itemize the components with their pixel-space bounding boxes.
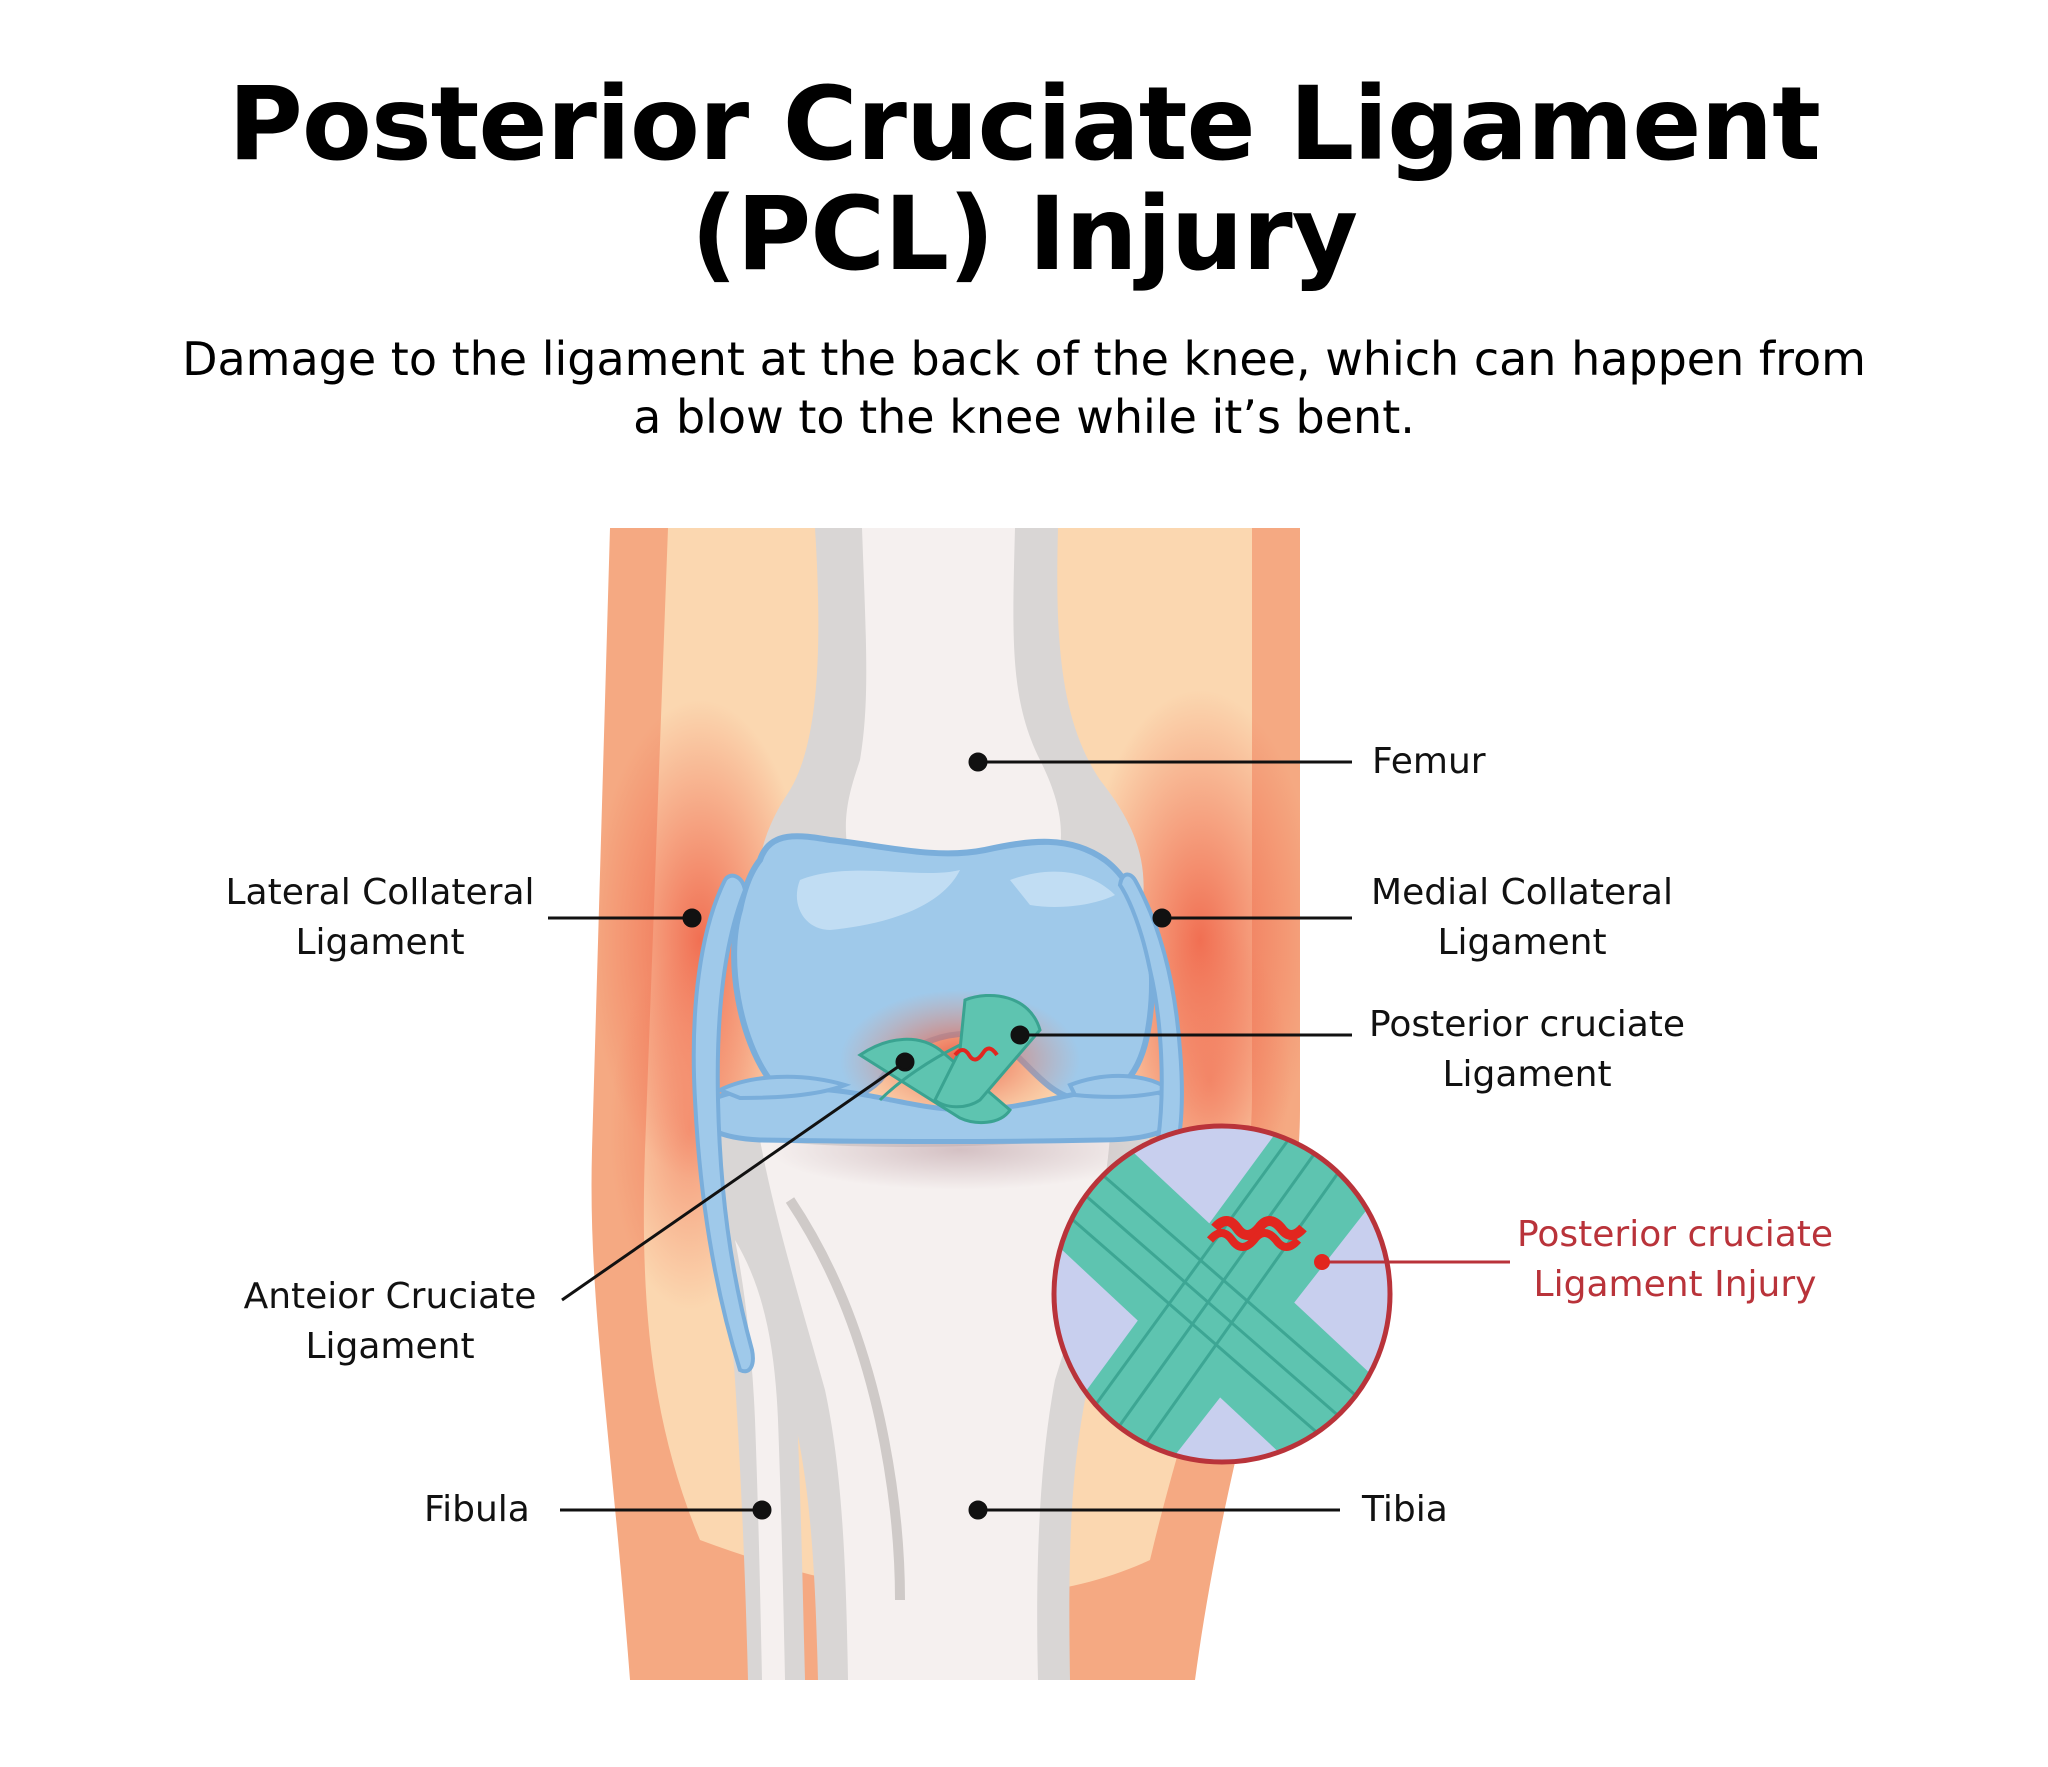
dot-femur [968, 752, 988, 772]
label-anterior-cruciate-ligament: Anteior Cruciate Ligament [230, 1272, 550, 1372]
page-title: Posterior Cruciate Ligament (PCL) Injury [0, 70, 2048, 290]
subtitle-line-1: Damage to the ligament at the back of th… [182, 332, 1866, 386]
label-lcl-line-1: Lateral Collateral [225, 872, 535, 913]
label-pcl-line-2: Ligament [1442, 1054, 1612, 1095]
label-femur-text: Femur [1372, 741, 1486, 782]
dot-acl [895, 1052, 915, 1072]
lateral-collateral-ligament-shape [691, 873, 755, 1374]
leader-lines [548, 752, 1352, 1520]
subtitle-line-2: a blow to the knee while it’s bent. [633, 390, 1415, 444]
dot-pcl [1010, 1025, 1030, 1045]
dot-lcl [682, 908, 702, 928]
label-pcl-injury-line-1: Posterior cruciate [1516, 1214, 1834, 1255]
leader-injury [1314, 1254, 1510, 1270]
leader-acl [561, 1060, 906, 1302]
label-tibia-text: Tibia [1362, 1489, 1448, 1530]
page-subtitle: Damage to the ligament at the back of th… [0, 330, 2048, 446]
label-acl-line-2: Ligament [305, 1326, 475, 1367]
label-pcl-injury: Posterior cruciate Ligament Injury [1510, 1210, 1840, 1310]
label-fibula-text: Fibula [424, 1489, 530, 1530]
label-mcl-line-1: Medial Collateral [1371, 872, 1673, 913]
label-femur: Femur [1372, 737, 1486, 787]
label-mcl-line-2: Ligament [1437, 922, 1607, 963]
label-tibia: Tibia [1362, 1485, 1448, 1535]
label-medial-collateral-ligament: Medial Collateral Ligament [1362, 868, 1682, 968]
dot-fibula [752, 1500, 772, 1520]
dot-tibia [968, 1500, 988, 1520]
dot-injury [1314, 1254, 1330, 1270]
label-lateral-collateral-ligament: Lateral Collateral Ligament [220, 868, 540, 968]
label-pcl-injury-line-2: Ligament Injury [1533, 1264, 1817, 1305]
label-posterior-cruciate-ligament: Posterior cruciate Ligament [1362, 1000, 1692, 1100]
label-fibula: Fibula [424, 1485, 530, 1535]
label-acl-line-1: Anteior Cruciate [243, 1276, 537, 1317]
title-line-1: Posterior Cruciate Ligament [228, 65, 1821, 184]
label-lcl-line-2: Ligament [295, 922, 465, 963]
femur-bone [757, 528, 1144, 920]
title-line-2: (PCL) Injury [690, 175, 1358, 294]
label-pcl-line-1: Posterior cruciate [1368, 1004, 1686, 1045]
pcl-zoom-inset [1051, 1123, 1393, 1465]
dot-mcl [1152, 908, 1172, 928]
